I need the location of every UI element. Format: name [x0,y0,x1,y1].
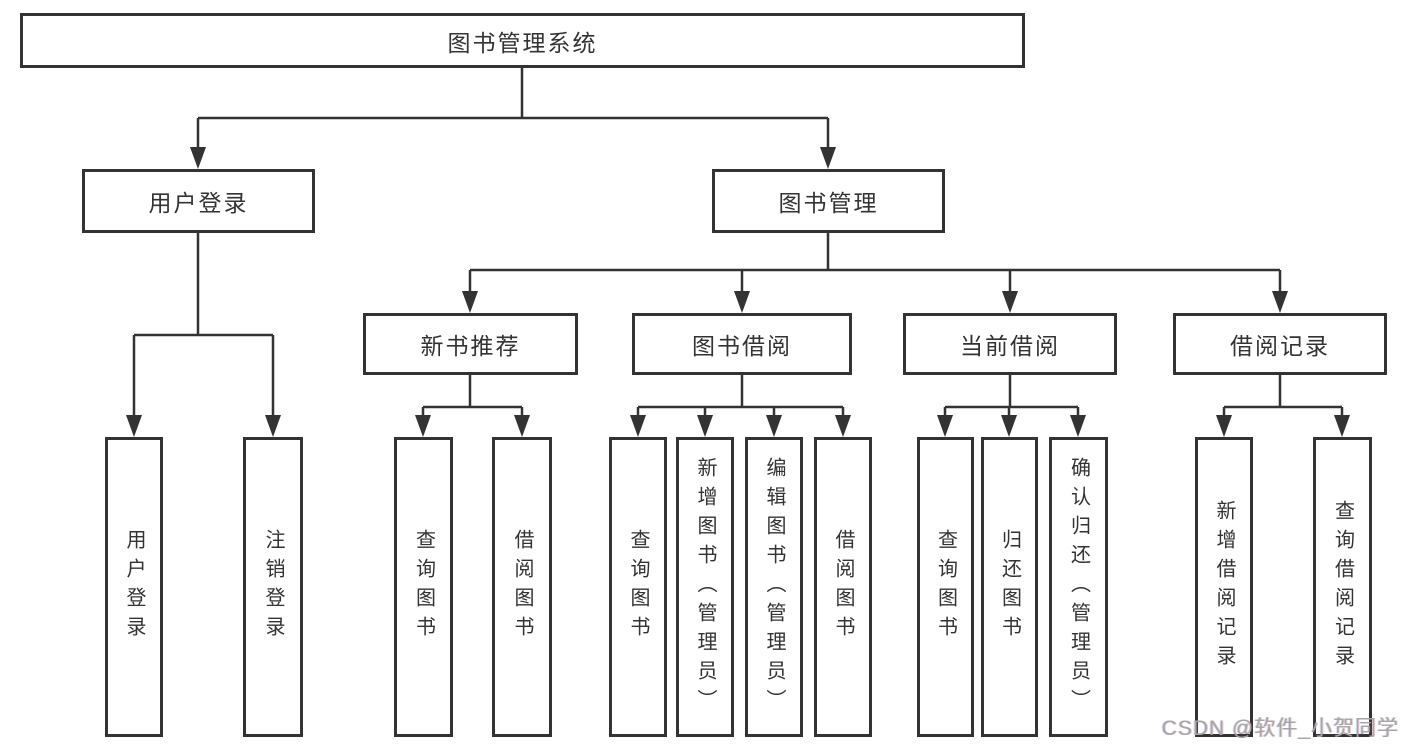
leaf-query-books-2: 查询图书 [609,437,667,737]
arrow-down-icon [1002,291,1018,313]
leaf-borrow-books-2: 借阅图书 [814,437,872,737]
arrow-down-icon [1216,415,1232,437]
leaf-label: 新增借阅记录 [1213,500,1235,674]
leaf-label: 确认归还（管理员） [1067,456,1090,718]
branch-current-to-leaves [943,375,1080,418]
leaf-label: 编辑图书（管理员） [763,456,785,718]
arrow-down-icon [1070,415,1086,437]
branch-borrow-to-leaves [636,375,845,418]
branch-bookmgmt-to-level3 [468,233,1282,294]
leaf-label: 查询图书 [627,529,649,645]
leaf-label: 借阅图书 [511,529,533,645]
arrow-down-icon [937,415,953,437]
arrow-down-icon [1272,291,1288,313]
leaf-return-books: 归还图书 [981,437,1038,737]
leaf-logout: 注销登录 [243,437,303,737]
branch-userlogin-to-leaves [132,233,275,418]
arrow-down-icon [734,291,750,313]
leaf-label: 注销登录 [262,529,284,645]
arrow-down-icon [1001,415,1017,437]
node-user-login: 用户登录 [82,169,315,233]
branch-root-to-level2 [196,68,830,150]
arrow-down-icon [630,415,646,437]
node-borrow-records: 借阅记录 [1173,313,1387,375]
arrow-down-icon [766,415,782,437]
arrow-down-icon [265,415,281,437]
leaf-query-borrow-record: 查询借阅记录 [1313,437,1372,737]
leaf-label: 查询图书 [412,529,435,645]
arrow-down-icon [697,415,713,437]
branch-newbooks-to-leaves [421,375,524,418]
leaf-query-books-3: 查询图书 [917,437,974,737]
arrow-down-icon [820,147,836,169]
arrow-down-icon [1334,415,1350,437]
leaf-borrow-books-1: 借阅图书 [492,437,552,737]
node-root: 图书管理系统 [20,13,1025,68]
arrow-down-icon [126,415,142,437]
node-current-borrow: 当前借阅 [903,313,1117,375]
leaf-label: 借阅图书 [832,529,854,645]
branch-records-to-leaves [1222,375,1344,418]
arrow-down-icon [514,415,530,437]
leaf-query-books-1: 查询图书 [394,437,453,737]
arrow-down-icon [415,415,431,437]
node-new-book-recommend: 新书推荐 [363,313,578,375]
arrow-down-icon [190,147,206,169]
node-book-borrow: 图书借阅 [632,313,852,375]
leaf-label: 新增图书（管理员） [694,456,716,718]
leaf-add-books-admin: 新增图书（管理员） [676,437,734,737]
leaf-label: 查询图书 [934,529,957,645]
leaf-label: 用户登录 [123,529,145,645]
leaf-confirm-return-admin: 确认归还（管理员） [1049,437,1108,737]
leaf-user-login: 用户登录 [105,437,163,737]
node-book-management: 图书管理 [712,169,945,233]
leaf-label: 查询借阅记录 [1331,500,1354,674]
arrow-down-icon [835,415,851,437]
csdn-watermark: CSDN @软件_小贺同学 [1161,717,1399,740]
leaf-add-borrow-record: 新增借阅记录 [1195,437,1253,737]
leaf-edit-books-admin: 编辑图书（管理员） [745,437,803,737]
arrow-down-icon [462,291,478,313]
leaf-label: 归还图书 [998,529,1021,645]
